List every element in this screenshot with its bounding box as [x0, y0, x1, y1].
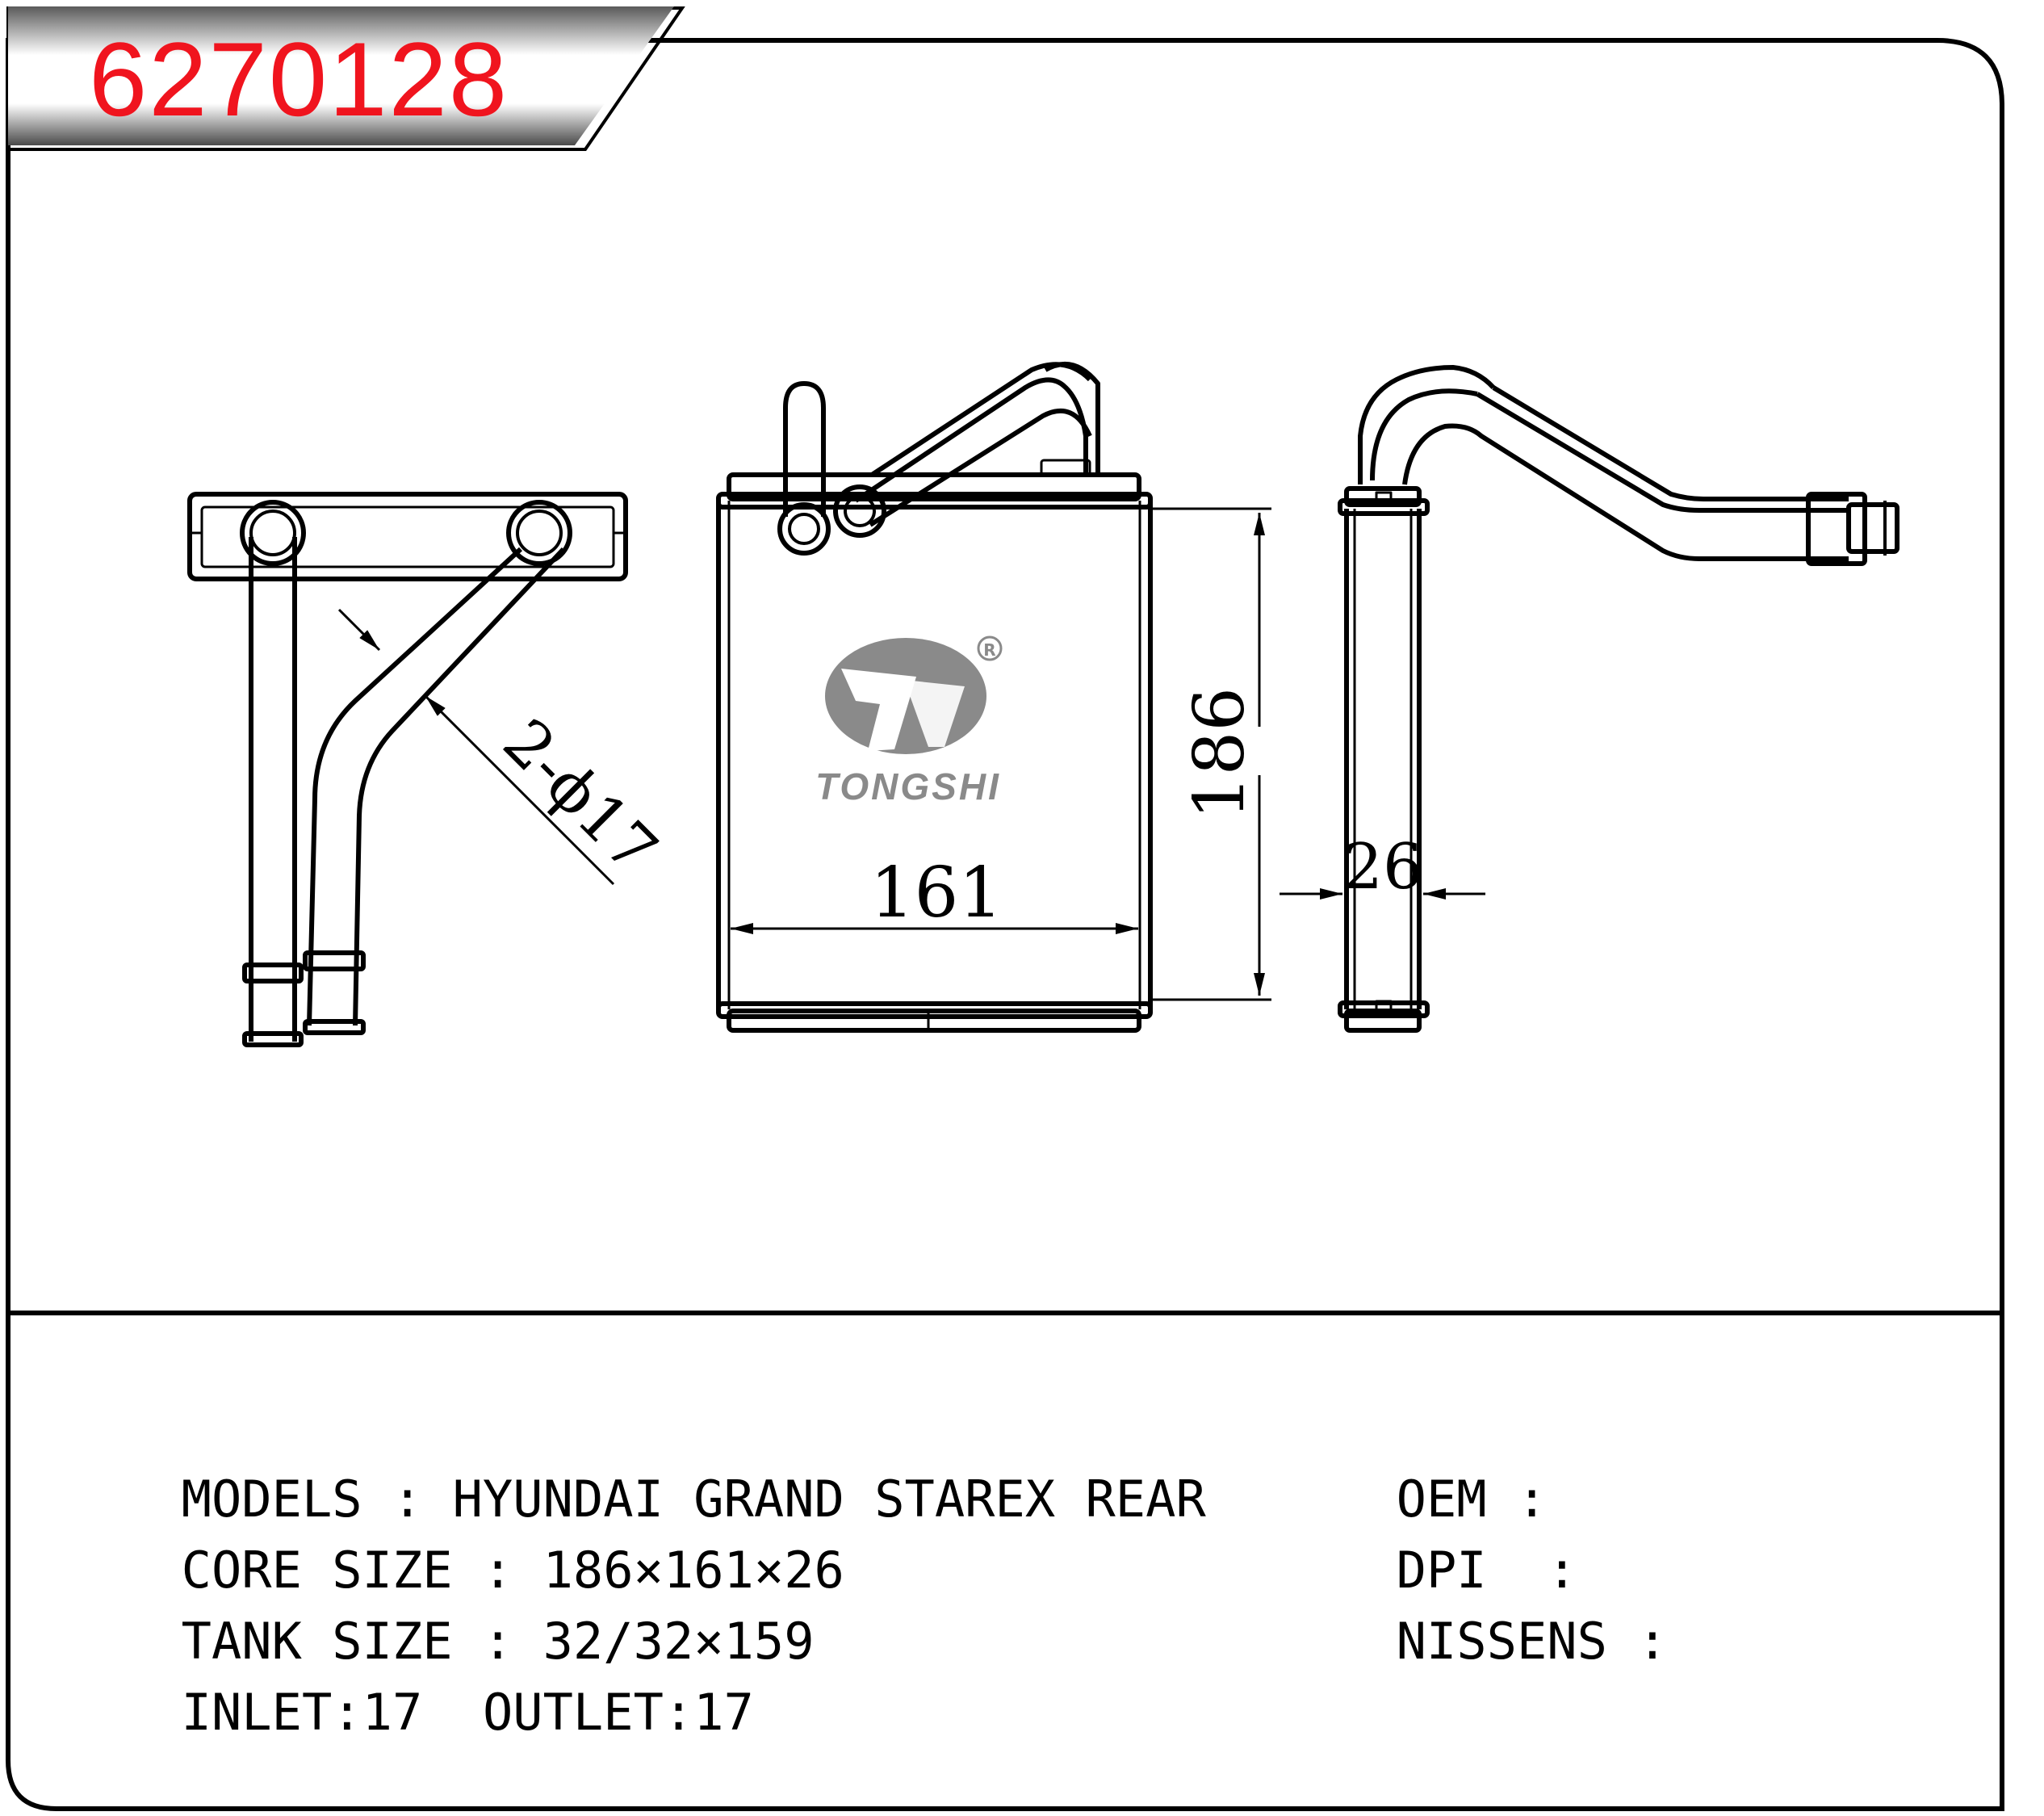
side-view — [1338, 365, 1899, 1033]
part-number: 6270128 — [89, 20, 509, 138]
core-size-sep: : — [482, 1541, 513, 1600]
inlet-value: 17 — [362, 1683, 423, 1742]
dpi-label: DPI — [1396, 1541, 1487, 1600]
width-label: 161 — [870, 853, 1003, 933]
brand-name: TONGSHI — [815, 765, 1001, 807]
spec-tank-size: TANK SIZE : 32/32×159 — [121, 1535, 815, 1677]
pipe-diameter-dimension — [337, 608, 615, 886]
dpi-sep: : — [1547, 1541, 1577, 1600]
nissens-label: NISSENS — [1396, 1612, 1607, 1671]
front-view — [716, 362, 1153, 1033]
spec-models: MODELS : HYUNDAI GRAND STAREX REAR — [121, 1393, 1206, 1535]
tongshi-logo: R TONGSHI — [815, 635, 1003, 807]
spec-nissens: NISSENS : — [1336, 1535, 1668, 1677]
oem-label: OEM — [1396, 1470, 1487, 1529]
top-view — [187, 492, 628, 1047]
spec-inlet-outlet: INLET:17 OUTLET:17 — [121, 1606, 754, 1748]
models-value: HYUNDAI GRAND STAREX REAR — [452, 1470, 1206, 1529]
tank-size-label: TANK SIZE — [181, 1612, 453, 1671]
outlet-value: 17 — [693, 1683, 754, 1742]
models-sep: : — [392, 1470, 423, 1529]
models-label: MODELS — [181, 1470, 362, 1529]
thickness-label: 26 — [1342, 831, 1422, 904]
registered-mark: R — [983, 640, 995, 660]
outlet-label: OUTLET — [482, 1683, 664, 1742]
core-size-label: CORE SIZE — [181, 1541, 453, 1600]
spec-oem: OEM : — [1336, 1393, 1548, 1535]
core-size-value: 186×161×26 — [542, 1541, 844, 1600]
oem-sep: : — [1516, 1470, 1548, 1529]
inlet-label: INLET — [181, 1683, 333, 1742]
outlet-sep: : — [663, 1683, 694, 1742]
tank-size-value: 32/32×159 — [542, 1612, 815, 1671]
outer-frame — [6, 38, 2004, 1811]
tank-size-sep: : — [482, 1612, 513, 1671]
pipe-diameter-label: 2-ϕ17 — [489, 706, 671, 887]
height-label: 186 — [1179, 687, 1260, 820]
inlet-sep: : — [332, 1683, 362, 1742]
title-banner — [8, 6, 674, 145]
nissens-sep: : — [1637, 1612, 1668, 1671]
spec-core-size: CORE SIZE : 186×161×26 — [121, 1464, 844, 1606]
height-dimension — [1152, 507, 1271, 1001]
spec-dpi: DPI : — [1336, 1464, 1577, 1606]
